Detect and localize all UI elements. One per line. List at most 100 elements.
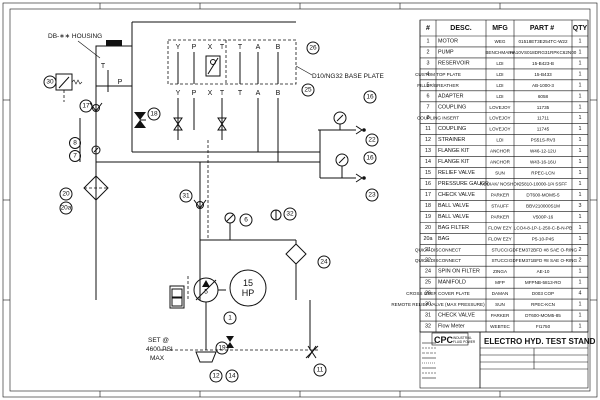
- bom-cell-desc: FLANGE KIT: [438, 159, 470, 165]
- balloon-20: 20: [59, 187, 73, 201]
- bom-cell-part: GDFEM372BFD #8 SAE O-RING: [509, 247, 578, 252]
- bom-cell-mfg: LDI: [496, 138, 503, 143]
- bom-cell-desc: PRESSURE GAUGE: [438, 181, 489, 187]
- relief-set-line-1: SET @: [148, 337, 169, 344]
- ball-valve-18: [131, 112, 146, 128]
- bom-cell-desc: SPIN ON FILTER: [438, 269, 480, 275]
- bom-cell-part: AE-10: [537, 269, 550, 274]
- bom-cell-desc: BALL VALVE: [438, 214, 469, 220]
- bom-cell-mfg: STUCCI: [491, 247, 508, 252]
- bom-cell-mfg: LDI: [496, 72, 503, 77]
- bom-cell-desc: BAG: [438, 236, 449, 242]
- housing-port-t: T: [101, 63, 106, 70]
- bom-cell-qty: 1: [579, 115, 582, 121]
- bom-cell-part: 11745: [537, 127, 550, 132]
- bom-cell-desc: REMOTE RELIEF VALVE (MAX PRESSURE): [391, 302, 485, 307]
- bom-cell-mfg: PARKER: [491, 192, 510, 197]
- bom-cell-mfg: BENCHMARK: [485, 50, 515, 55]
- bom-cell-mfg: LDI: [496, 83, 503, 88]
- balloon-5: 5: [204, 289, 208, 296]
- balloon-31: 31: [179, 189, 193, 203]
- bom-cell-qty: 1: [579, 269, 582, 275]
- balloon-32: 32: [283, 207, 297, 221]
- bom-cell-num: 25: [425, 280, 431, 286]
- electric-motor: 15 HP: [229, 269, 267, 307]
- bom-cell-part: 25810-10000-1/4 SSFF: [519, 182, 567, 187]
- bom-cell-mfg: LOVEJOY: [489, 105, 510, 110]
- svg-text:16: 16: [366, 155, 374, 162]
- bom-cell-part: P5-10-P4S: [532, 236, 554, 241]
- motor-hp-unit: HP: [242, 288, 255, 298]
- bom-cell-desc: STRAINER: [438, 137, 465, 143]
- svg-text:19: 19: [218, 345, 226, 352]
- balloon-26: 26: [306, 41, 320, 55]
- bom-cell-qty: 1: [579, 324, 582, 330]
- bom-cell-num: 1: [427, 38, 430, 44]
- bom-cell-mfg: FLOW EZY: [488, 236, 511, 241]
- svg-text:20: 20: [62, 191, 70, 198]
- bom-cell-qty: 1: [579, 225, 582, 231]
- bom-cell-desc: CUSTOM TOP PLATE: [415, 72, 461, 77]
- bom-cell-qty: 1: [579, 82, 582, 88]
- bom-cell-qty: 1: [579, 302, 582, 308]
- bom-cell-mfg: PARKER: [491, 313, 510, 318]
- bom-cell-num: 6: [427, 93, 430, 99]
- bom-cell-desc: CROSS OVER COVER PLATE: [406, 291, 470, 296]
- bom-cell-qty: 1: [579, 280, 582, 286]
- bom-cell-desc: CHECK VALVE: [438, 192, 475, 198]
- lower-port-y: Y: [176, 90, 181, 97]
- svg-text:24: 24: [320, 259, 328, 266]
- company-sub-2: FLUID POWER: [453, 340, 476, 344]
- balloon-30: 30: [43, 75, 57, 89]
- svg-text:26: 26: [309, 45, 317, 52]
- pressure-gauge-6: [200, 212, 296, 241]
- bom-cell-desc: BAG FILTER: [438, 225, 469, 231]
- bom-header-qty: QTY: [573, 25, 588, 32]
- balloon-14: 14: [225, 369, 239, 383]
- bom-cell-mfg: LDI: [496, 61, 503, 66]
- svg-text:20a: 20a: [61, 205, 72, 212]
- bom-cell-part: RPEC-LCN: [531, 171, 554, 176]
- relief-set-line-3: MAX: [150, 355, 165, 362]
- base-plate-label: D10/NG32 BASE PLATE: [312, 73, 384, 80]
- bom-cell-mfg: KODIAK/ NOSHOK: [480, 182, 521, 187]
- lower-port-b: B: [276, 90, 281, 97]
- bom-cell-mfg: STAUFF: [491, 203, 509, 208]
- bom-cell-mfg: SUN: [495, 302, 505, 307]
- balloon-12: 12: [209, 369, 223, 383]
- strainer-12: [195, 351, 217, 363]
- bom-cell-mfg: LOVEJOY: [489, 127, 510, 132]
- bom-cell-qty: 1: [579, 104, 582, 110]
- balloon-16b: 16: [363, 151, 377, 165]
- bom-cell-num: 12: [425, 137, 431, 143]
- bom-cell-mfg: FLOW EZY: [488, 225, 511, 230]
- balloon-17: 17: [79, 99, 93, 113]
- bom-cell-part: W43-16-16U: [530, 160, 556, 165]
- bom-cell-num: 19: [425, 214, 431, 220]
- bom-cell-desc: COUPLING: [438, 104, 466, 110]
- base-plate-leader: [295, 65, 313, 76]
- bom-cell-part: 11735: [537, 105, 550, 110]
- bom-cell-qty: 1: [579, 236, 582, 242]
- balloons: 17 18 26 25 16 22 8 7 16 23 20 20a 31 6 …: [43, 41, 379, 383]
- bom-cell-num: 22: [425, 258, 431, 264]
- bom-cell-part: PS51S-RV3: [531, 138, 556, 143]
- bom-cell-num: 26: [425, 291, 431, 297]
- housing-label: DB-∗∗ HOUSING: [48, 33, 102, 40]
- bom-cell-desc: PUMP: [438, 49, 454, 55]
- bom-cell-desc: FLANGE KIT: [438, 148, 470, 154]
